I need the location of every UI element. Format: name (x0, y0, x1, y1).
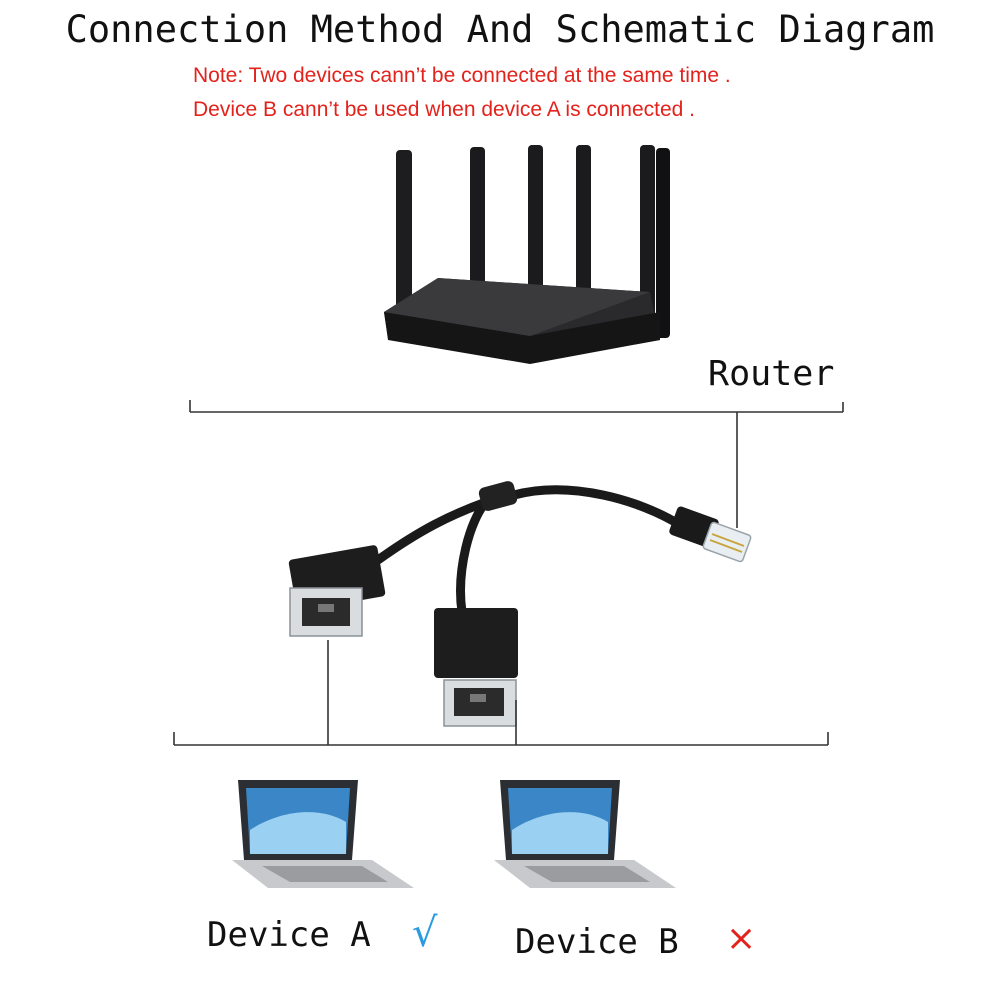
cross-icon: × (726, 918, 757, 959)
splitter-cable-icon (288, 481, 752, 727)
laptop-icon (232, 780, 414, 888)
router-bracket-line (189, 400, 844, 528)
rj45-female-jack-icon (434, 608, 518, 727)
rj45-female-jack-icon (288, 545, 386, 637)
laptop-icon (494, 780, 676, 888)
device-b-label: Device B (515, 922, 679, 962)
note-line-2: Device B cann’t be used when device A is… (193, 98, 695, 121)
diagram-title: Connection Method And Schematic Diagram (65, 8, 935, 51)
router-icon (384, 145, 670, 364)
note-line-1: Note: Two devices cann’t be connected at… (193, 64, 731, 87)
check-icon: √ (412, 910, 438, 956)
rj45-plug-icon (669, 506, 752, 563)
router-label: Router (708, 354, 835, 394)
device-a-label: Device A (207, 915, 371, 955)
device-bracket-line (173, 640, 829, 746)
